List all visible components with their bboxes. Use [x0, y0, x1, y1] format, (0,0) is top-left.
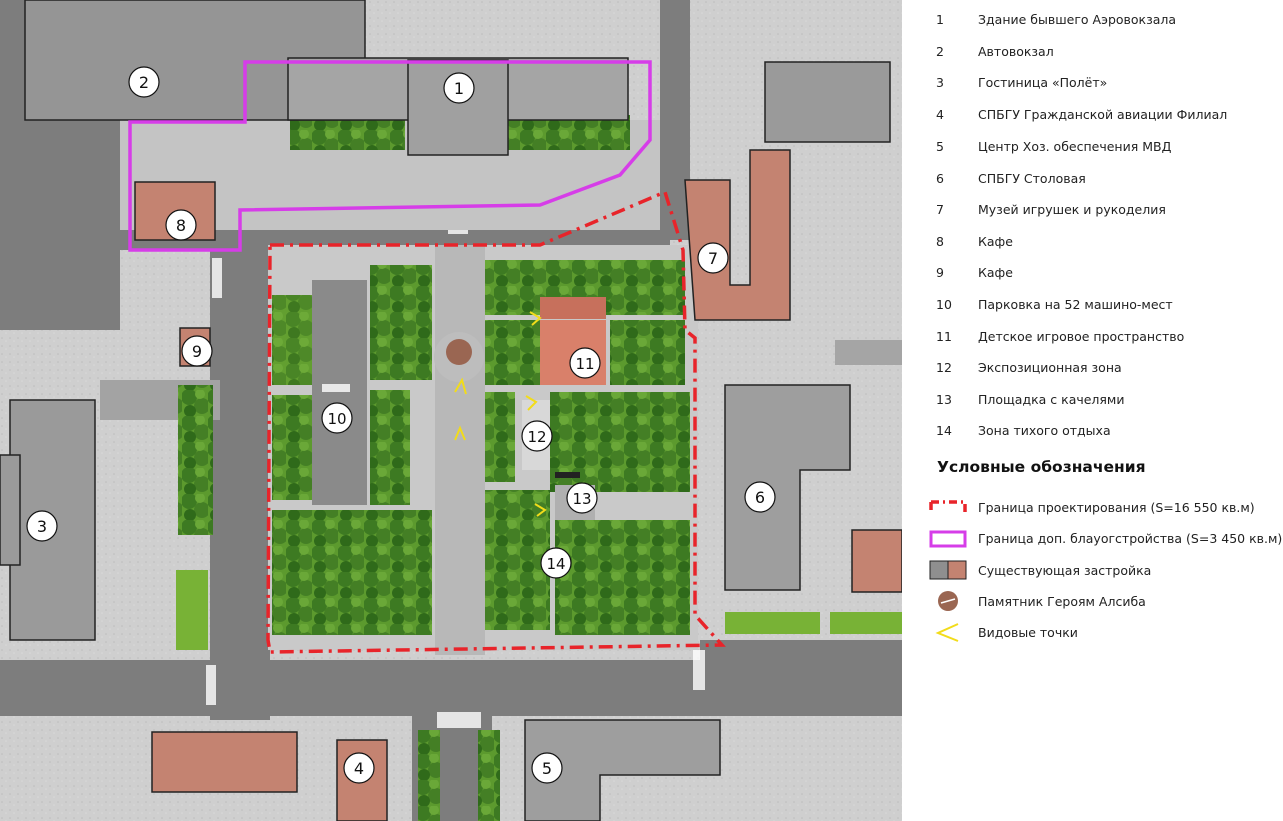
viewpoint-icon [454, 425, 466, 441]
left-median-green2 [176, 570, 208, 650]
monument-icon [938, 591, 958, 611]
marker-7[interactable]: 7 [697, 242, 729, 274]
svg-text:2: 2 [139, 73, 149, 92]
canteen-building [724, 384, 851, 591]
legend-title: Условные обозначения [937, 458, 1146, 476]
parking-lot [312, 280, 367, 505]
marker-12[interactable]: 12 [521, 420, 553, 452]
svg-text:10: 10 [327, 410, 346, 428]
svg-text:1: 1 [454, 79, 464, 98]
svg-text:4: 4 [354, 759, 364, 778]
south-alley-trees-right [478, 730, 500, 821]
viewpoint-icon [525, 395, 538, 411]
south-alley-trees-left [418, 730, 440, 821]
marker-1[interactable]: 1 [443, 72, 475, 104]
east-green2 [830, 612, 902, 634]
viewpoint-icon [529, 311, 542, 326]
square-greenery [272, 260, 690, 635]
buildings-gray [0, 0, 902, 821]
marker-9[interactable]: 9 [181, 335, 213, 367]
svg-text:12: 12 [527, 428, 546, 446]
mvd-building [524, 719, 721, 821]
existing-buildings-icon [929, 560, 967, 580]
markers: 1 2 3 4 5 6 7 8 9 10 11 12 13 14 [26, 66, 776, 784]
marker-2[interactable]: 2 [128, 66, 160, 98]
svg-text:11: 11 [575, 355, 594, 373]
svg-text:13: 13 [572, 490, 591, 508]
red-dashed-boundary-icon [929, 500, 967, 514]
station-greenery-right [505, 115, 630, 150]
magenta-boundary-icon [929, 530, 967, 548]
svg-text:7: 7 [708, 249, 718, 268]
marker-10[interactable]: 10 [321, 402, 353, 434]
left-median-green [178, 385, 213, 535]
monument [446, 339, 472, 365]
svg-text:9: 9 [192, 342, 202, 361]
marker-3[interactable]: 3 [26, 510, 58, 542]
marker-6[interactable]: 6 [744, 481, 776, 513]
central-alley [435, 245, 485, 655]
svg-text:6: 6 [755, 488, 765, 507]
station-greenery-left [290, 115, 405, 150]
extra-improvement-boundary [128, 60, 652, 252]
viewpoint-icon [454, 377, 467, 395]
viewpoint-icon [935, 623, 959, 642]
east-green [725, 612, 820, 634]
marker-11[interactable]: 11 [569, 347, 601, 379]
svg-text:14: 14 [546, 555, 565, 573]
svg-text:5: 5 [542, 759, 552, 778]
marker-14[interactable]: 14 [540, 547, 572, 579]
viewpoint-icon [534, 503, 547, 517]
site-plan-map: 1 2 3 4 5 6 7 8 9 10 11 12 13 14 [0, 0, 902, 821]
toy-museum-building [684, 149, 791, 321]
marker-8[interactable]: 8 [165, 209, 197, 241]
svg-text:3: 3 [37, 517, 47, 536]
project-boundary [266, 189, 726, 654]
buildings-brick [134, 149, 902, 821]
viewpoints [454, 311, 547, 517]
marker-4[interactable]: 4 [343, 752, 375, 784]
marker-13[interactable]: 13 [566, 482, 598, 514]
aviation-branch-building [151, 731, 298, 793]
svg-text:8: 8 [176, 216, 186, 235]
marker-5[interactable]: 5 [531, 752, 563, 784]
